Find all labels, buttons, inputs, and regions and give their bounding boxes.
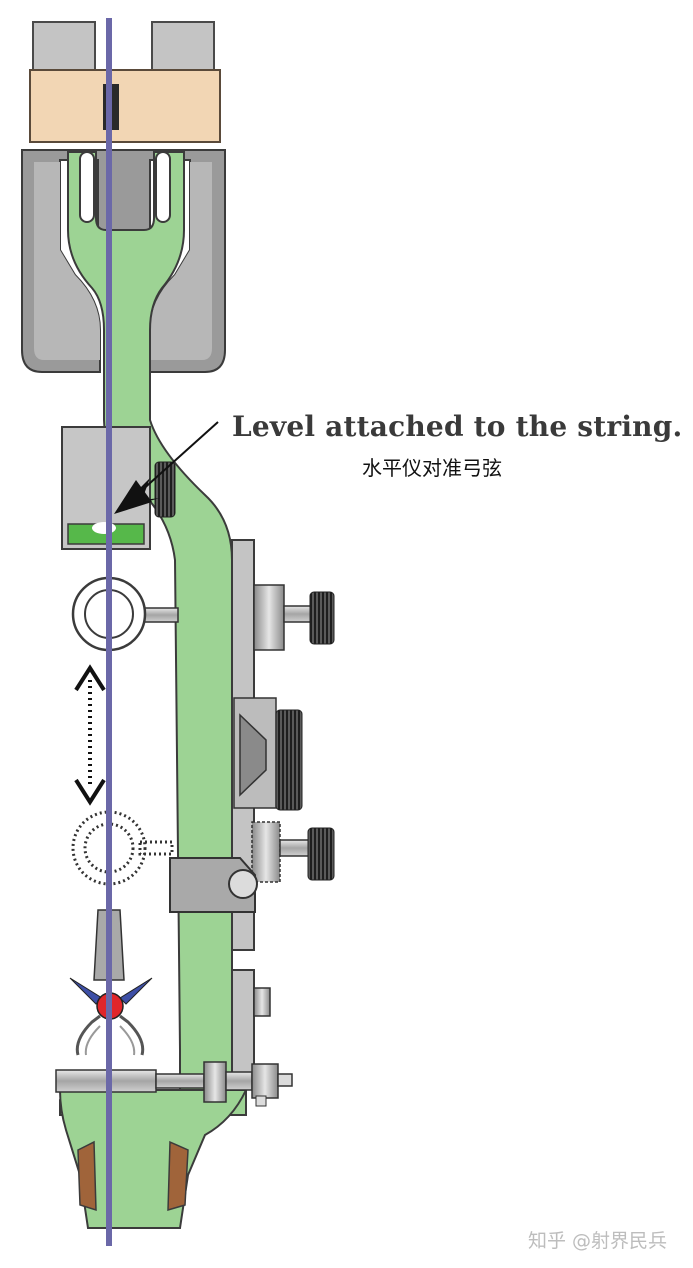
arrow-rest <box>69 909 153 1056</box>
limb-cup <box>21 149 226 373</box>
upper-limbs <box>32 21 215 73</box>
level-label-english: Level attached to the string. <box>232 410 683 443</box>
side-rail <box>169 539 335 951</box>
level-label-chinese: 水平仪对准弓弦 <box>362 456 502 480</box>
limb-pocket <box>29 69 221 143</box>
plunger-lower-position <box>71 810 174 886</box>
plunger-upper <box>71 576 179 652</box>
double-arrow-icon <box>74 664 106 806</box>
watermark: 知乎 @射界民兵 <box>528 1230 668 1252</box>
pointer-arrow-icon <box>114 421 219 514</box>
